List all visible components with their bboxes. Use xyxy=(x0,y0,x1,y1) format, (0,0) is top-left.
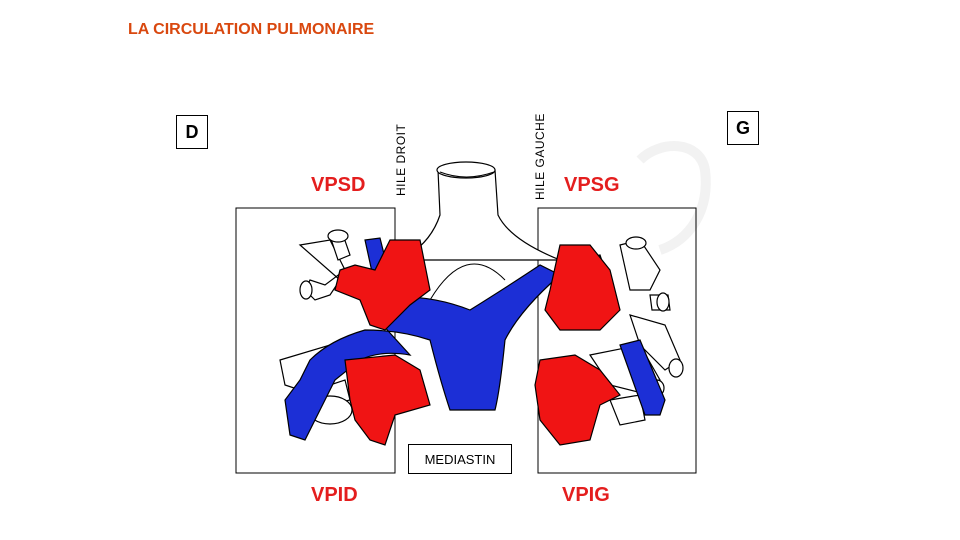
side-indicator-left: G xyxy=(727,111,759,145)
background-watermark xyxy=(636,141,711,255)
mediastin-label: MEDIASTIN xyxy=(408,444,512,474)
hile-droit-label: HILE DROIT xyxy=(394,123,408,196)
vpid-label: VPID xyxy=(311,484,358,506)
pulmonary-veins-icon xyxy=(334,239,621,446)
hile-gauche-label: HILE GAUCHE xyxy=(533,113,547,200)
page-title: LA CIRCULATION PULMONAIRE xyxy=(128,21,375,38)
vpsd-label: VPSD xyxy=(311,174,366,196)
vpig-label: VPIG xyxy=(562,484,610,506)
vpsg-label: VPSG xyxy=(564,174,620,196)
side-indicator-right: D xyxy=(176,115,208,149)
hile-gauche-box xyxy=(537,207,697,474)
